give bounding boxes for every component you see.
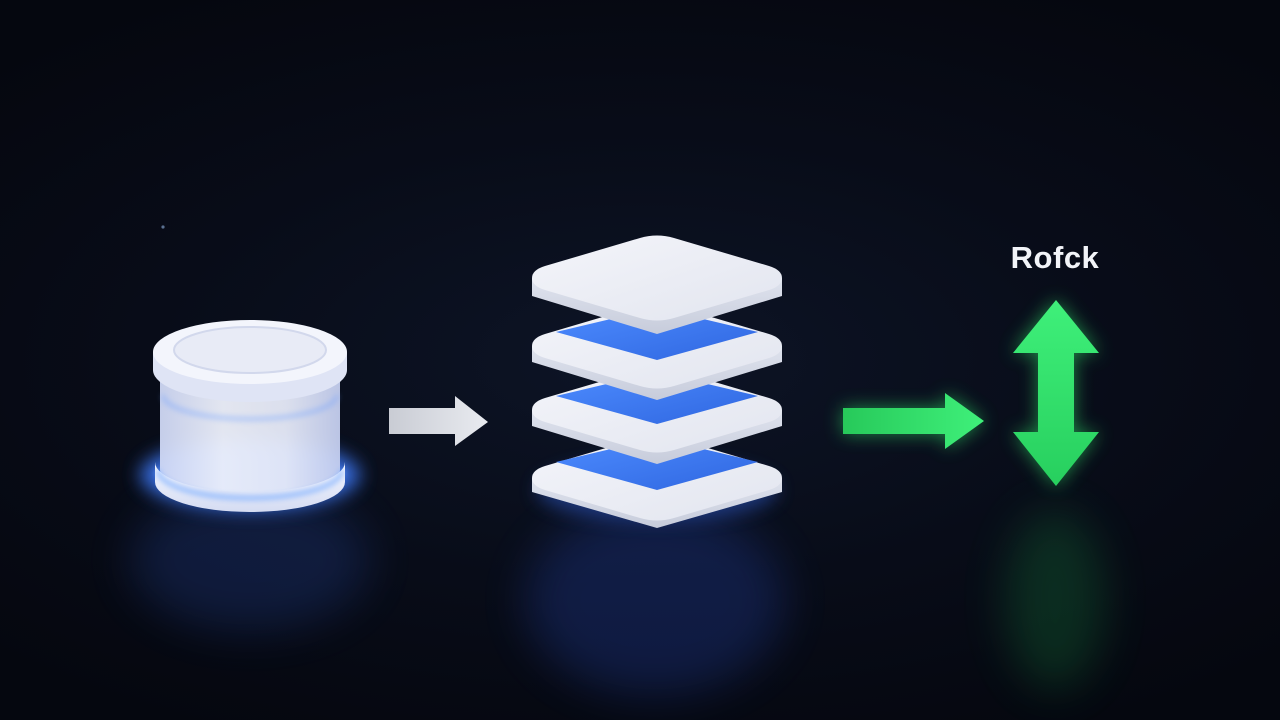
arrow-right-grey-icon <box>389 396 488 446</box>
output-label: Rofck <box>1010 240 1100 275</box>
stack-layer-1 <box>532 235 782 334</box>
star-speck <box>161 225 165 229</box>
up-down-arrow-icon <box>1013 300 1099 486</box>
database-cylinder-icon <box>140 320 360 512</box>
layer-stack-icon <box>532 235 782 528</box>
arrow-right-green-icon <box>843 393 984 449</box>
floor-reflections <box>130 490 1105 695</box>
